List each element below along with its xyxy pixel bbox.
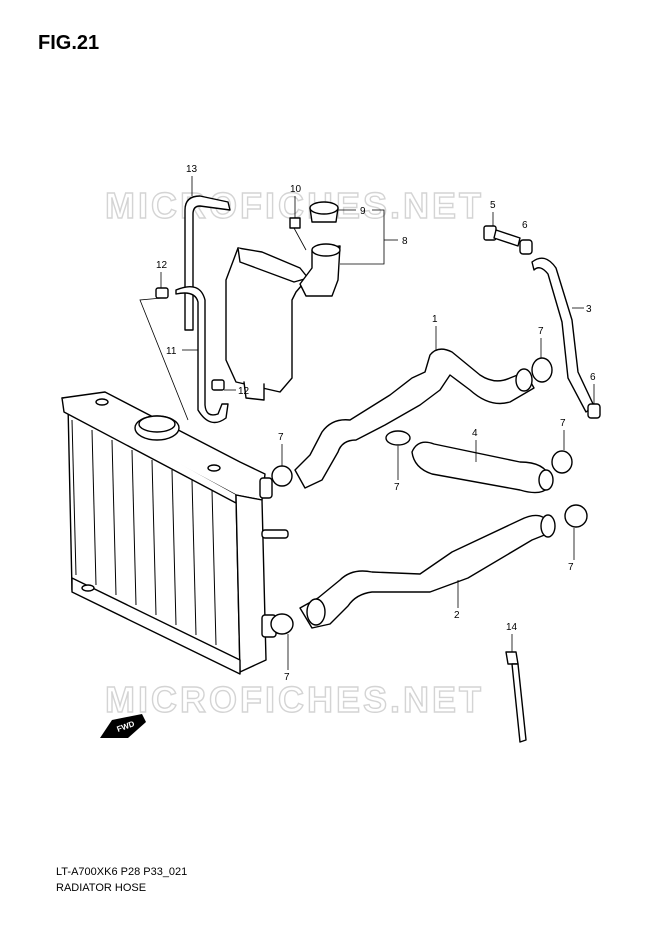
callout-9: 9	[360, 206, 366, 217]
radiator	[61, 391, 289, 675]
hose-4	[411, 441, 551, 494]
clamp-12-upper	[155, 287, 169, 299]
callout-7-c: 7	[394, 482, 400, 493]
clamps-7	[270, 357, 588, 635]
callout-7-e: 7	[568, 562, 574, 573]
callout-1: 1	[432, 314, 438, 325]
callout-10: 10	[290, 184, 302, 195]
callout-3: 3	[586, 304, 592, 315]
clamp-6-upper	[519, 239, 533, 255]
callout-6-upper: 6	[522, 220, 528, 231]
overflow-hose	[184, 195, 231, 331]
callout-12-upper: 12	[156, 260, 168, 271]
reservoir-tank	[225, 243, 341, 401]
figure-name: RADIATOR HOSE	[56, 882, 147, 894]
model-code: LT-A700XK6 P28 P33_021	[56, 866, 188, 878]
hose-4-end	[538, 469, 554, 491]
watermark-bottom: MICROFICHES.NET	[105, 679, 484, 720]
callout-8: 8	[402, 236, 408, 247]
reservoir-cap	[309, 201, 339, 223]
callout-6-lower: 6	[590, 372, 596, 383]
callout-14: 14	[506, 622, 518, 633]
hose-2-end	[540, 514, 556, 538]
fwd-arrow: FWD	[100, 714, 146, 738]
hose-1-end	[515, 368, 533, 392]
fitting-5	[483, 225, 521, 247]
callout-7-f: 7	[284, 672, 290, 683]
callout-7-b: 7	[278, 432, 284, 443]
cable-tie	[505, 651, 527, 743]
callout-7-d: 7	[560, 418, 566, 429]
callout-5: 5	[490, 200, 496, 211]
clamp-12-lower	[211, 379, 225, 391]
callout-7-a: 7	[538, 326, 544, 337]
callout-4: 4	[472, 428, 478, 439]
reservoir-hose	[175, 286, 229, 424]
clamp-6-lower	[587, 403, 601, 419]
callout-2: 2	[454, 610, 460, 621]
hose-1	[294, 348, 535, 489]
hose-2-start	[306, 598, 326, 626]
figure-title: FIG.21	[38, 32, 100, 54]
callout-11: 11	[166, 346, 177, 357]
bolt-10	[289, 217, 307, 251]
hose-3	[531, 257, 595, 413]
hose-2	[299, 514, 553, 629]
callout-13: 13	[186, 164, 198, 175]
callout-12-lower: 12	[238, 386, 250, 397]
